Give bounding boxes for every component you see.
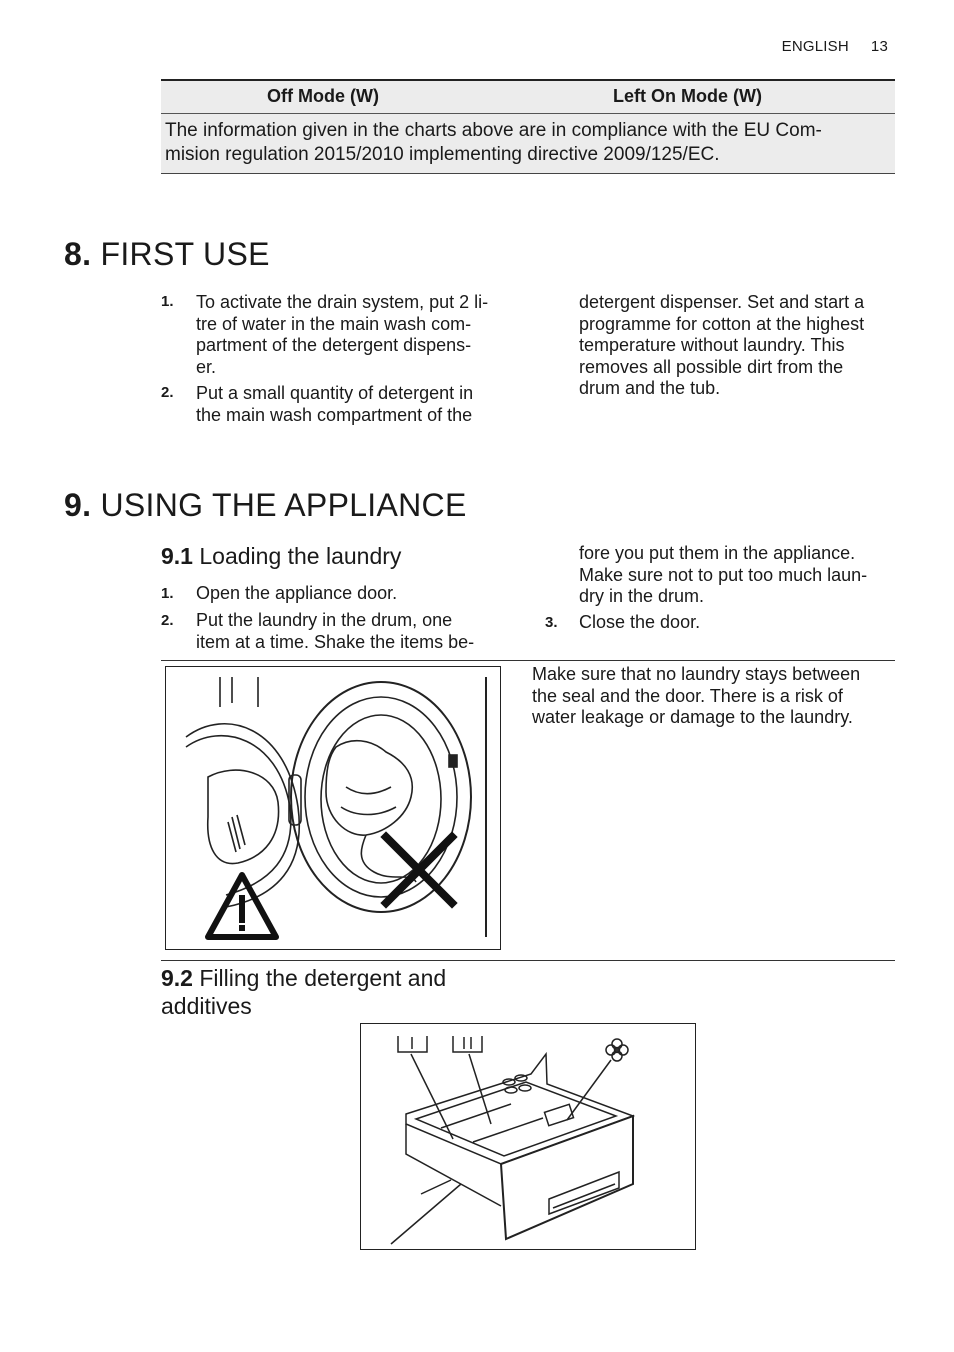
- detergent-dispenser-illustration: [390, 1036, 636, 1245]
- table-note-line: The information given in the charts abov…: [165, 120, 822, 141]
- first-use-step-1: To activate the drain system, put 2 li- …: [196, 292, 526, 378]
- table-note-line: mision regulation 2015/2010 implementing…: [165, 144, 720, 165]
- text-line: the seal and the door. There is a risk o…: [532, 685, 843, 706]
- page-number: 13: [870, 38, 888, 55]
- text-line: partment of the detergent dispens-: [196, 335, 472, 355]
- page-header: ENGLISH 13: [760, 38, 888, 55]
- step-number: 2.: [161, 612, 174, 629]
- text-line: programme for cotton at the highest: [579, 313, 865, 334]
- figure-laundry-door: [165, 666, 501, 950]
- text-line: Put a small quantity of detergent in: [196, 383, 474, 403]
- section-title: FIRST USE: [100, 236, 270, 272]
- softener-flower-icon: [605, 1038, 629, 1062]
- text-line: water leakage or damage to the laundry.: [532, 707, 853, 727]
- loading-step-2-continued: fore you put them in the appliance. Make…: [579, 543, 909, 608]
- divider: [161, 660, 895, 661]
- divider: [161, 960, 895, 961]
- text-line: Put the laundry in the drum, one: [196, 610, 453, 630]
- text-line: er.: [196, 356, 217, 377]
- first-use-continued: detergent dispenser. Set and start a pro…: [579, 292, 909, 400]
- text-line: To activate the drain system, put 2 li-: [196, 292, 489, 312]
- loading-step-1: Open the appliance door.: [196, 583, 398, 603]
- figure-detergent-dispenser: [360, 1023, 696, 1250]
- first-use-step-2: Put a small quantity of detergent in the…: [196, 383, 526, 426]
- loading-step-3: Close the door.: [579, 612, 701, 632]
- step-number: 1.: [161, 293, 174, 310]
- warning-text: Make sure that no laundry stays between …: [532, 664, 892, 729]
- subsection-9-1-heading: 9.1 Loading the laundry: [161, 542, 401, 570]
- header-language: ENGLISH: [781, 38, 849, 55]
- section-9-heading: 9. USING THE APPLIANCE: [64, 487, 467, 524]
- power-table: Off Mode (W) Left On Mode (W) The inform…: [161, 79, 895, 174]
- table-note: The information given in the charts abov…: [161, 114, 895, 173]
- table-col-off-mode: Off Mode (W): [267, 86, 379, 106]
- section-title: USING THE APPLIANCE: [100, 487, 467, 523]
- table-header-row: Off Mode (W) Left On Mode (W): [161, 81, 895, 114]
- text-line: the main wash compartment of the: [196, 404, 473, 425]
- section-number: 9.: [64, 487, 92, 523]
- step-number: 1.: [161, 585, 174, 602]
- loading-step-2: Put the laundry in the drum, one item at…: [196, 610, 526, 653]
- prewash-compartment-icon: [397, 1036, 428, 1053]
- subsection-title: Loading the laundry: [199, 543, 402, 569]
- washing-machine-door-illustration: [185, 677, 487, 940]
- text-line: removes all possible dirt from the: [579, 356, 844, 377]
- text-line: item at a time. Shake the items be-: [196, 631, 475, 652]
- text-line: tre of water in the main wash com-: [196, 313, 472, 334]
- subsection-number: 9.1: [161, 543, 193, 569]
- step-number: 2.: [161, 384, 174, 401]
- text-line: Make sure that no laundry stays between: [532, 664, 861, 684]
- subsection-9-2-heading: 9.2 Filling the detergent and additives: [161, 964, 446, 1020]
- main-wash-compartment-icon: [452, 1036, 483, 1053]
- text-line: drum and the tub.: [579, 378, 721, 398]
- text-line: detergent dispenser. Set and start a: [579, 292, 865, 312]
- text-line: fore you put them in the appliance.: [579, 543, 856, 563]
- section-8-heading: 8. FIRST USE: [64, 236, 270, 273]
- subsection-title: Filling the detergent and: [199, 965, 447, 991]
- text-line: dry in the drum.: [579, 586, 705, 606]
- table-col-left-on-mode: Left On Mode (W): [613, 86, 762, 106]
- text-line: Make sure not to put too much laun-: [579, 564, 868, 585]
- section-number: 8.: [64, 236, 92, 272]
- text-line: temperature without laundry. This: [579, 335, 845, 355]
- step-number: 3.: [545, 614, 558, 631]
- subsection-number: 9.2: [161, 965, 193, 991]
- subsection-title-line2: additives: [161, 993, 252, 1019]
